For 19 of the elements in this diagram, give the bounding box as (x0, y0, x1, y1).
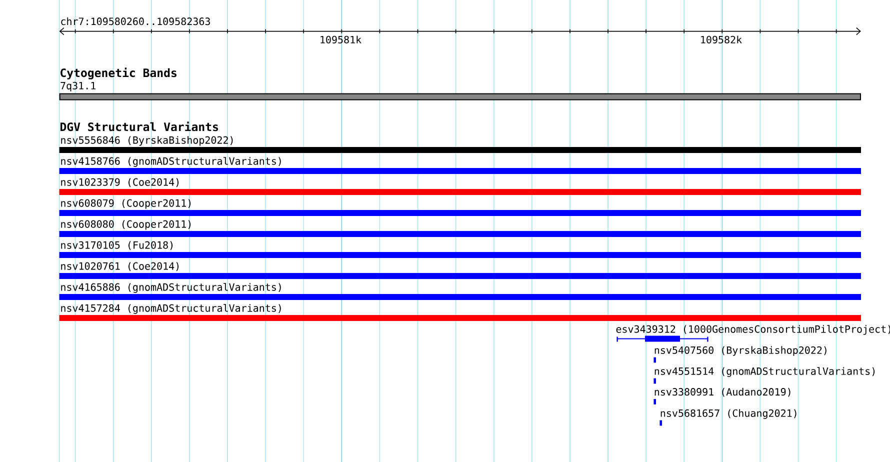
variant-label: nsv4165886 (gnomADStructuralVariants) (61, 283, 281, 293)
variant-label: nsv5556846 (ByrskaBishop2022) (61, 136, 233, 146)
tick-label: 109582k (701, 36, 742, 44)
variant-label: nsv3170105 (Fu2018) (61, 241, 172, 250)
coordinate-label: chr7:109580260..109582363 (61, 17, 210, 26)
variant-label: nsv5681657 (Chuang2021) (660, 409, 796, 419)
tick-label: 109581k (320, 36, 362, 44)
track-title: DGV Structural Variants (60, 122, 218, 132)
variant-label: nsv4551514 (gnomADStructuralVariants) (654, 367, 875, 377)
band-label: 7q31.1 (60, 82, 96, 92)
variant-label: nsv4158766 (gnomADStructuralVariants) (61, 157, 281, 167)
variant-label: nsv4157284 (gnomADStructuralVariants) (61, 304, 281, 314)
variant-label: nsv1023379 (Coe2014) (61, 178, 179, 187)
variant-label: nsv5407560 (ByrskaBishop2022) (654, 346, 826, 356)
variant-label: nsv608079 (Cooper2011) (61, 199, 191, 209)
track-title: Cytogenetic Bands (60, 68, 176, 80)
variant-label: nsv1020761 (Coe2014) (61, 262, 179, 271)
variant-label: nsv608080 (Cooper2011) (61, 220, 191, 230)
variant-label: nsv3380991 (Audano2019) (654, 388, 790, 397)
